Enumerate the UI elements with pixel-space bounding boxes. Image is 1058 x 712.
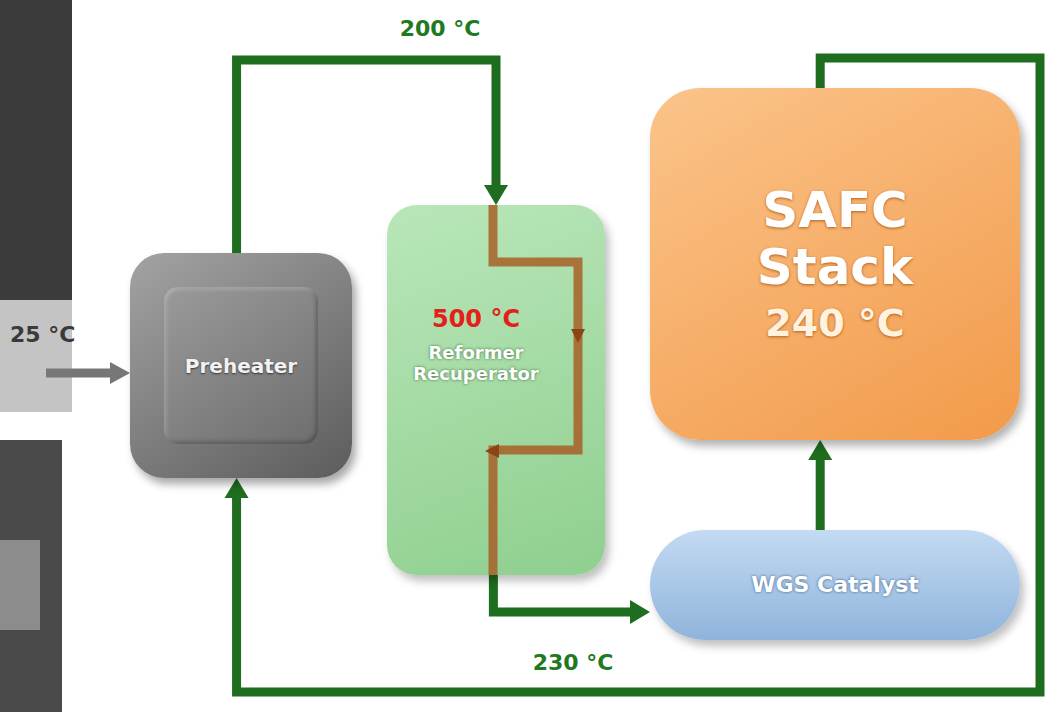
- node-title: Preheater: [185, 354, 297, 378]
- reformer-box: 500 °C Reformer Recuperator: [387, 205, 605, 575]
- flow-connector: [820, 458, 821, 530]
- flow-connector: [493, 575, 632, 612]
- node-title: WGS Catalyst: [751, 572, 919, 598]
- arrowhead: [630, 600, 650, 624]
- inlet-arrowhead: [110, 362, 130, 384]
- arrowhead: [484, 185, 508, 205]
- photo-strip: [0, 0, 72, 300]
- catalyst-vessel: WGS Catalyst: [650, 530, 1020, 640]
- flow-arrowhead: [485, 444, 499, 458]
- flow-arrowhead: [571, 329, 585, 343]
- photo-strip: [0, 540, 40, 630]
- stack-box: SAFC Stack240 °C: [650, 88, 1020, 440]
- node-title: SAFC Stack: [725, 182, 945, 297]
- flow-connector: [237, 58, 1040, 692]
- node-title: 500 °C: [432, 305, 520, 334]
- inlet-arrow: [46, 369, 112, 378]
- recuperator-flow-path: [387, 205, 605, 575]
- connector-line: [493, 575, 632, 612]
- flow-path: [493, 205, 578, 575]
- node-subtitle: Reformer Recuperator: [406, 342, 546, 385]
- temperature-label: 230 °C: [529, 650, 618, 675]
- connector-line: [816, 458, 825, 530]
- arrowhead: [225, 478, 249, 498]
- inlet-temperature: 25 °C: [10, 322, 75, 347]
- temperature-label: 200 °C: [396, 16, 485, 41]
- photo-strip: [0, 440, 62, 712]
- photo-strip: [0, 300, 72, 412]
- preheater-box: Preheater: [130, 253, 352, 478]
- connector-line: [237, 58, 1040, 692]
- arrowhead: [808, 440, 832, 460]
- node-subtitle: 240 °C: [765, 301, 904, 347]
